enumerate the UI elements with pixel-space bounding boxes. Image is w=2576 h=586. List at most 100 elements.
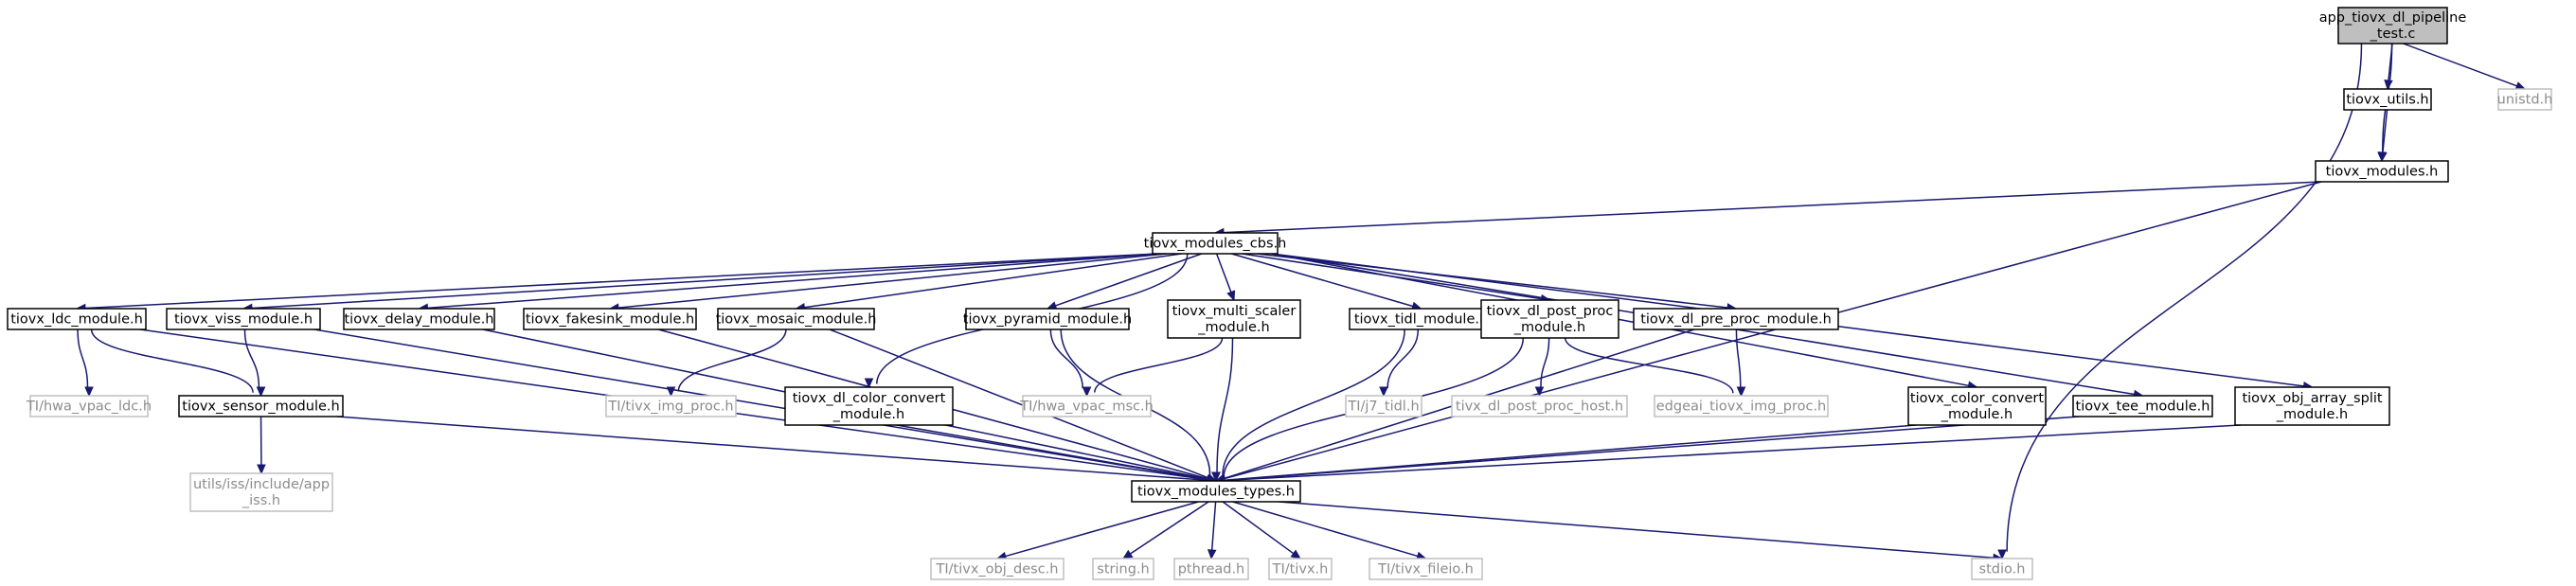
edge-line: [77, 329, 89, 388]
node-label: _iss.h: [242, 493, 280, 508]
node-dlcolor[interactable]: tiovx_dl_color_convert_module.h: [784, 386, 954, 426]
edge-line: [2403, 43, 2517, 87]
node-tivx[interactable]: TI/tivx.h: [1268, 558, 1333, 580]
edge-line: [1049, 329, 1083, 389]
edge-line: [2382, 109, 2388, 153]
edge-line: [1005, 501, 1199, 558]
nodes-layer: app_tiovx_dl_pipeline_test.c unistd.h tiov…: [7, 7, 2553, 580]
node-label: tiovx_sensor_module.h: [182, 400, 339, 415]
edge-line: [1735, 329, 1742, 388]
edge-line: [804, 253, 1182, 309]
node-multiscaler[interactable]: tiovx_multi_scaler_module.h: [1167, 299, 1301, 339]
edge-objsplit-to-types: [1214, 424, 2242, 486]
node-cbs[interactable]: tiovx_modules_cbs.h: [1144, 232, 1287, 255]
node-label: tiovx_multi_scaler: [1172, 304, 1297, 319]
node-label: _module.h: [1197, 320, 1269, 335]
node-label: TI/j7_tidl.h: [1347, 400, 1419, 415]
node-label: tiovx_mosaic_module.h: [716, 312, 877, 328]
node-tee[interactable]: tiovx_tee_module.h: [2072, 395, 2213, 417]
edge-line: [1222, 329, 1405, 476]
node-types[interactable]: tiovx_modules_types.h: [1131, 480, 1301, 503]
node-stdio[interactable]: stdio.h: [1971, 558, 2033, 580]
node-unistd[interactable]: unistd.h: [2497, 88, 2553, 111]
node-imgproc[interactable]: TI/tivx_img_proc.h: [605, 395, 737, 417]
node-string[interactable]: string.h: [1092, 558, 1154, 580]
node-pyramid[interactable]: tiovx_pyramid_module.h: [963, 308, 1132, 330]
node-hwamsc[interactable]: TI/hwa_vpac_msc.h: [1019, 395, 1154, 417]
node-utils[interactable]: tiovx_utils.h: [2343, 88, 2432, 111]
node-delay[interactable]: tiovx_delay_module.h: [343, 308, 495, 330]
edge-arrowhead: [864, 378, 874, 389]
node-label: tiovx_modules_cbs.h: [1144, 237, 1287, 252]
node-appiss[interactable]: utils/iss/include/app_iss.h: [189, 472, 333, 512]
node-box: [2337, 7, 2448, 44]
node-box: [2343, 88, 2432, 111]
edge-arrowhead: [84, 386, 94, 398]
edge-line: [1224, 416, 2080, 482]
edge-line: [1540, 337, 1550, 388]
edge-line: [896, 424, 1208, 481]
node-hwaldc[interactable]: TI/hwa_vpac_ldc.h: [26, 395, 152, 417]
edge-line: [90, 329, 254, 393]
node-box: [1022, 395, 1152, 417]
node-box: [930, 558, 1064, 580]
node-label: _module.h: [1513, 320, 1585, 335]
edge-cbs-to-fakesink: [608, 253, 1167, 312]
node-box: [29, 395, 149, 417]
node-modules[interactable]: tiovx_modules.h: [2315, 160, 2449, 183]
node-box: [1345, 395, 1422, 417]
node-box: [343, 308, 495, 330]
edge-line: [677, 329, 787, 392]
edge-line: [1232, 501, 1419, 558]
edge-line: [251, 253, 1159, 310]
edge-tidl-to-j7tidl: [1379, 329, 1420, 398]
node-objsplit[interactable]: tiovx_obj_array_split_module.h: [2234, 386, 2390, 426]
node-preproc[interactable]: tiovx_dl_pre_proc_module.h: [1633, 308, 1839, 330]
node-box: [717, 308, 875, 330]
edge-modules-to-cbs: [1213, 181, 2322, 238]
edge-types-to-objdesc: [995, 501, 1199, 561]
edge-line: [427, 253, 1159, 310]
node-box: [1971, 558, 2033, 580]
node-box: [189, 472, 333, 512]
edge-types-to-pthread: [1207, 501, 1217, 560]
edge-arrowhead: [1082, 386, 1092, 398]
edge-line: [1055, 253, 1203, 307]
node-viss[interactable]: tiovx_viss_module.h: [166, 308, 321, 330]
edge-cbs-to-ldc: [75, 253, 1159, 313]
node-objdesc[interactable]: TI/tivx_obj_desc.h: [930, 558, 1064, 580]
node-box: [1368, 558, 1483, 580]
node-box: [1268, 558, 1333, 580]
node-edgeai[interactable]: edgeai_tiovx_img_proc.h: [1654, 395, 1829, 417]
node-label: _module.h: [1941, 407, 2012, 422]
edge-line: [1231, 253, 1414, 308]
edge-line: [1223, 181, 2322, 234]
edge-arrowhead: [1997, 549, 2007, 560]
node-ldc[interactable]: tiovx_ldc_module.h: [7, 308, 147, 330]
edge-arrowhead: [1736, 386, 1746, 398]
node-label: tiovx_color_convert: [1910, 391, 2044, 406]
node-j7tidl[interactable]: TI/j7_tidl.h: [1345, 395, 1422, 417]
node-label: tiovx_viss_module.h: [174, 312, 313, 328]
node-sensor[interactable]: tiovx_sensor_module.h: [178, 395, 344, 417]
node-box: [1152, 232, 1279, 255]
edge-line: [336, 416, 1208, 482]
node-colorconv[interactable]: tiovx_color_convert_module.h: [1907, 386, 2047, 426]
node-pthread[interactable]: pthread.h: [1173, 558, 1249, 580]
node-postproc[interactable]: tiovx_dl_post_proc_module.h: [1480, 299, 1619, 339]
node-box: [1173, 558, 1249, 580]
node-label: TI/tivx_fileio.h: [1377, 562, 1474, 577]
node-pphost[interactable]: tivx_dl_post_proc_host.h: [1451, 395, 1628, 417]
node-label: tiovx_modules.h: [2326, 165, 2439, 180]
edge-arrowhead: [1379, 386, 1388, 398]
node-label: tiovx_tee_module.h: [2076, 400, 2210, 415]
node-box: [178, 395, 344, 417]
node-fakesink[interactable]: tiovx_fakesink_module.h: [523, 308, 697, 330]
edge-root-to-stdio: [1997, 43, 2363, 560]
node-root[interactable]: app_tiovx_dl_pipeline_test.c: [2319, 7, 2467, 44]
node-label: TI/tivx.h: [1272, 562, 1329, 577]
node-fileio[interactable]: TI/tivx_fileio.h: [1368, 558, 1483, 580]
node-mosaic[interactable]: tiovx_mosaic_module.h: [716, 308, 877, 330]
edge-arrowhead: [666, 386, 676, 398]
node-tidl[interactable]: tiovx_tidl_module.h: [1349, 308, 1494, 330]
